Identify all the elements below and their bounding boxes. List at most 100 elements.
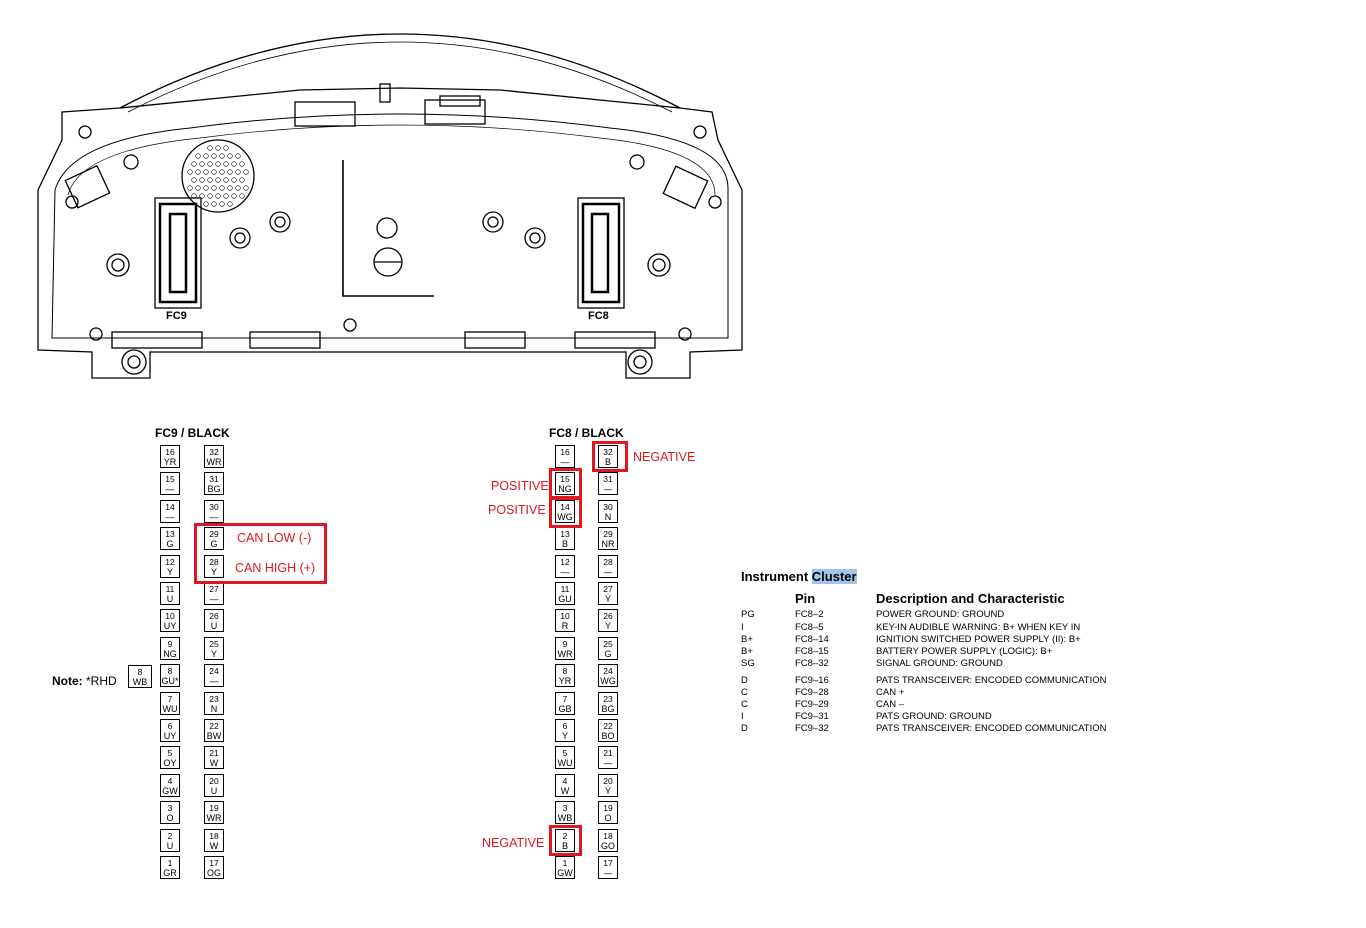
pin-column-header: Pin xyxy=(795,591,816,606)
grille-hole xyxy=(207,177,213,183)
negative-label-bottom: NEGATIVE xyxy=(482,836,545,850)
ic-row-code: PG xyxy=(741,609,755,620)
grille-hole xyxy=(203,169,209,175)
ic-row-pin: FC8–5 xyxy=(795,622,824,633)
fc9-connector-label: FC9 xyxy=(166,310,187,322)
grille-hole xyxy=(215,193,221,199)
negative-label-top: NEGATIVE xyxy=(633,450,696,464)
negative-box-2 xyxy=(549,825,582,856)
pin-12: 12— xyxy=(555,555,575,578)
pin-24: 24— xyxy=(204,664,224,687)
positive-box-14 xyxy=(549,497,582,528)
pin-27: 27— xyxy=(204,582,224,605)
grille-hole xyxy=(187,169,193,175)
grille-hole xyxy=(239,177,245,183)
grille-hole xyxy=(191,161,197,167)
grille-hole xyxy=(227,153,233,159)
grille-hole xyxy=(199,193,205,199)
rhd-note: Note: *RHD xyxy=(52,674,117,688)
pin-15: 15— xyxy=(160,472,180,495)
grille-hole xyxy=(211,169,217,175)
ic-row-desc: KEY-IN AUDIBLE WARNING: B+ WHEN KEY IN xyxy=(876,622,1081,633)
ic-row-desc: PATS GROUND: GROUND xyxy=(876,711,992,722)
grille-hole xyxy=(219,153,225,159)
ic-row-code: B+ xyxy=(741,646,753,657)
grille-hole xyxy=(211,153,217,159)
can-highlight-box xyxy=(194,523,327,584)
grille-hole xyxy=(203,201,209,207)
grille-hole xyxy=(215,145,221,151)
ic-row-desc: SIGNAL GROUND: GROUND xyxy=(876,658,1003,669)
grille-hole xyxy=(227,169,233,175)
ic-row-desc: IGNITION SWITCHED POWER SUPPLY (II): B+ xyxy=(876,634,1081,645)
ic-row-pin: FC8–2 xyxy=(795,609,824,620)
instrument-cluster-title: Instrument Cluster xyxy=(741,569,857,584)
ic-row-code: C xyxy=(741,687,748,698)
ic-row-code: I xyxy=(741,711,744,722)
grille-hole xyxy=(223,161,229,167)
grille-hole xyxy=(231,193,237,199)
grille-hole xyxy=(231,177,237,183)
grille-hole xyxy=(187,185,193,191)
rhd-note-pin: 8 WB xyxy=(128,665,152,688)
pin-21: 21— xyxy=(598,746,618,769)
pin-16: 16— xyxy=(555,445,575,468)
grille-hole xyxy=(243,185,249,191)
can-high-label: CAN HIGH (+) xyxy=(235,561,316,575)
grille-hole xyxy=(215,161,221,167)
grille-hole xyxy=(199,177,205,183)
grille-hole xyxy=(223,193,229,199)
positive-label-15: POSITIVE xyxy=(491,479,549,493)
grille-hole xyxy=(227,185,233,191)
ic-row-pin: FC8–14 xyxy=(795,634,829,645)
grille-hole xyxy=(211,201,217,207)
grille-hole xyxy=(223,177,229,183)
pin-14: 14— xyxy=(160,500,180,523)
ic-row-pin: FC9–16 xyxy=(795,675,829,686)
ic-row-code: SG xyxy=(741,658,755,669)
ic-row-desc: PATS TRANSCEIVER: ENCODED COMMUNICATION xyxy=(876,675,1107,686)
ic-row-pin: FC9–32 xyxy=(795,723,829,734)
grille-hole xyxy=(203,185,209,191)
grille-hole xyxy=(207,193,213,199)
ic-row-desc: CAN + xyxy=(876,687,905,698)
grille-hole xyxy=(211,185,217,191)
ic-row-pin: FC8–32 xyxy=(795,658,829,669)
ic-row-pin: FC9–29 xyxy=(795,699,829,710)
grille-hole xyxy=(235,169,241,175)
grille-hole xyxy=(199,161,205,167)
